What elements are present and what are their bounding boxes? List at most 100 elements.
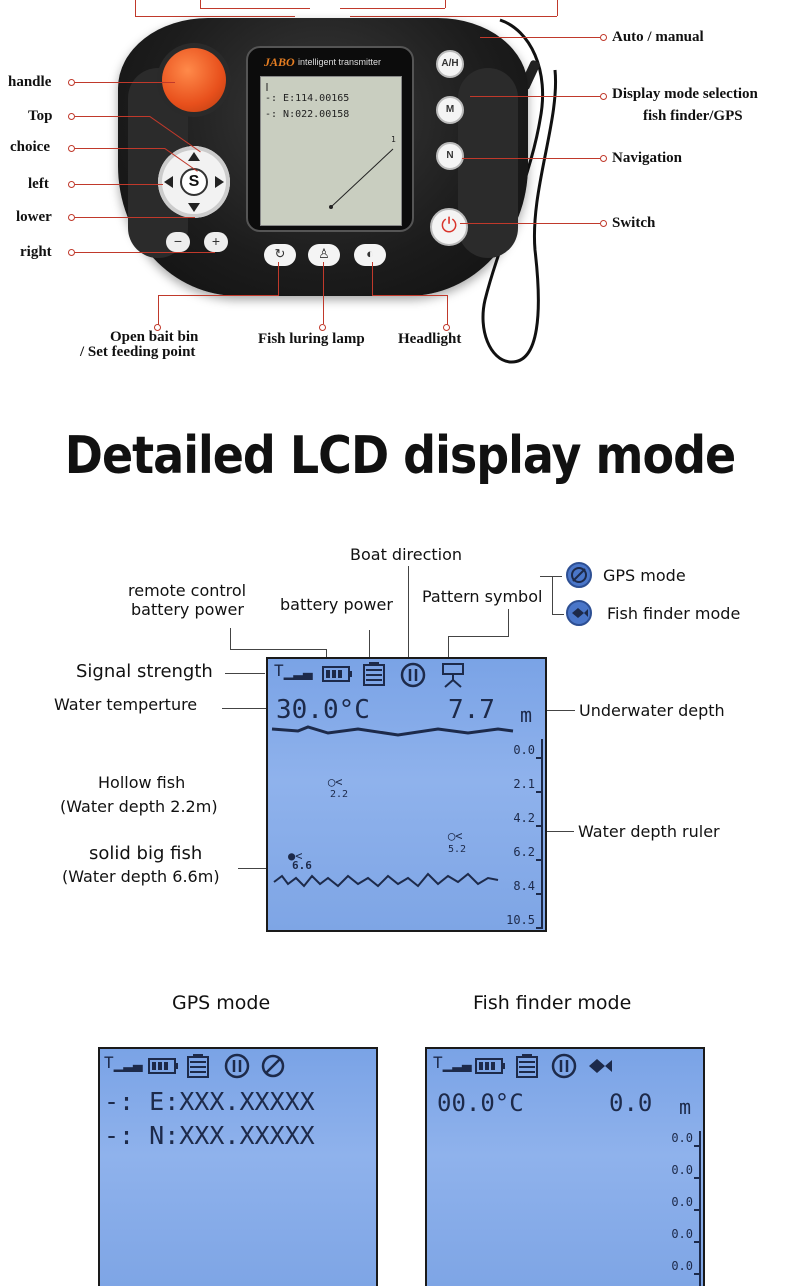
gps-longitude: -: E:XXX.XXXXX (104, 1087, 315, 1116)
device-screen-bezel: JABO intelligent transmitter -: E:114.00… (246, 46, 414, 232)
leader-line (278, 262, 279, 296)
handle-knob[interactable] (162, 48, 226, 112)
leader-dot (68, 181, 75, 188)
plus-button[interactable]: + (204, 232, 228, 252)
fish-ruler-label: 0.0 (671, 1131, 693, 1145)
boat-direction-icon (224, 1053, 250, 1079)
direction-pad[interactable]: S (158, 146, 230, 218)
fish-ruler-tick (694, 1273, 701, 1275)
boat-direction-icon (400, 662, 426, 688)
fish-lcd-temperature: 00.0°C (437, 1089, 524, 1117)
headlight-icon: ◐ (366, 246, 374, 261)
arrow-right-icon[interactable] (215, 176, 224, 188)
connector-line (326, 649, 327, 659)
choice-button[interactable]: S (180, 168, 208, 196)
leader-line (135, 16, 295, 17)
label-hollow-fish: Hollow fish (98, 773, 186, 792)
leader-dot (600, 93, 607, 100)
leader-dot (600, 220, 607, 227)
leader-line (75, 184, 163, 185)
leader-line (323, 262, 324, 324)
label-solid-fish-depth: (Water depth 6.6m) (62, 867, 220, 886)
fish-ruler-line (699, 1131, 701, 1286)
mode-button[interactable]: M (436, 96, 464, 124)
navigation-button[interactable]: N (436, 142, 464, 170)
minus-button[interactable]: − (166, 232, 190, 252)
label-feeding-point: / Set feeding point (80, 344, 196, 360)
leader-line (158, 295, 278, 296)
battery-power-icon (187, 1054, 209, 1078)
depth-ruler-tick (536, 757, 543, 759)
arrow-left-icon[interactable] (164, 176, 173, 188)
battery-power-icon (363, 662, 385, 686)
connector-line (448, 636, 449, 658)
leader-line (158, 295, 159, 325)
connector-line (538, 831, 574, 832)
fish-ruler-label: 0.0 (671, 1163, 693, 1177)
leader-dot (68, 249, 75, 256)
arrow-up-icon[interactable] (188, 152, 200, 161)
fish-lamp-button[interactable]: ♙ (308, 244, 340, 266)
depth-ruler-tick (536, 825, 543, 827)
leader-line (75, 82, 175, 83)
connector-line (225, 673, 265, 674)
brand-logo: JABO (264, 55, 295, 69)
auto-manual-button[interactable]: A/H (436, 50, 464, 78)
connector-line (230, 649, 326, 650)
label-display-mode: Display mode selection (612, 86, 758, 102)
label-remote-battery-sub: battery power (131, 600, 244, 619)
fish-finder-mode-icon (566, 600, 592, 626)
remote-battery-icon (148, 1058, 178, 1074)
leader-line (470, 96, 600, 97)
device-lcd-plot-label: 1 (391, 135, 396, 144)
label-top: Top (28, 108, 53, 124)
connector-line (552, 576, 553, 614)
depth-ruler-label: 8.4 (513, 879, 535, 893)
leader-line (340, 8, 445, 9)
leader-dot (68, 113, 75, 120)
depth-ruler-tick (536, 791, 543, 793)
bait-bin-button[interactable]: ↻ (264, 244, 296, 266)
leader-line (372, 262, 373, 296)
leader-line (200, 8, 310, 9)
fish-finder-mode-icon (589, 1059, 612, 1073)
connector-line (508, 609, 509, 637)
leader-line (135, 0, 136, 16)
leader-line (445, 0, 446, 8)
headlight-button[interactable]: ◐ (354, 244, 386, 266)
fish-ruler-tick (694, 1177, 701, 1179)
right-grip (458, 68, 518, 258)
leader-line (75, 148, 165, 149)
section-title: Detailed LCD display mode (64, 424, 736, 486)
leader-line (447, 295, 448, 325)
signal-strength-icon: T▁▂▃ (104, 1053, 143, 1072)
depth-ruler-tick (536, 927, 543, 929)
depth-ruler-label: 0.0 (513, 743, 535, 757)
label-battery-power: battery power (280, 595, 393, 614)
fish-ruler-label: 0.0 (671, 1259, 693, 1273)
leader-line (75, 217, 195, 218)
right-fish-depth: 5.2 (448, 844, 467, 855)
label-fish-finder-mode: Fish finder mode (607, 604, 741, 623)
leader-dot (68, 145, 75, 152)
depth-ruler-tick (536, 859, 543, 861)
device-lcd-track (266, 83, 394, 209)
remote-battery-icon (475, 1058, 505, 1074)
leader-dot (600, 34, 607, 41)
depth-ruler-label: 2.1 (513, 777, 535, 791)
leader-line (372, 295, 447, 296)
power-button[interactable]: ⏻ (430, 208, 468, 246)
fish-ruler-label: 0.0 (671, 1227, 693, 1241)
connector-line (230, 628, 231, 650)
leader-line (480, 37, 600, 38)
leader-line (557, 0, 558, 16)
boat-direction-icon (551, 1053, 577, 1079)
remote-battery-icon (322, 666, 352, 682)
connector-line (369, 630, 370, 658)
label-auto-manual: Auto / manual (612, 29, 704, 45)
depth-ruler-label: 6.2 (513, 845, 535, 859)
fish-ruler-tick (694, 1145, 701, 1147)
arrow-down-icon[interactable] (188, 203, 200, 212)
hollow-fish-depth: 2.2 (330, 789, 349, 800)
label-choice: choice (10, 139, 50, 155)
